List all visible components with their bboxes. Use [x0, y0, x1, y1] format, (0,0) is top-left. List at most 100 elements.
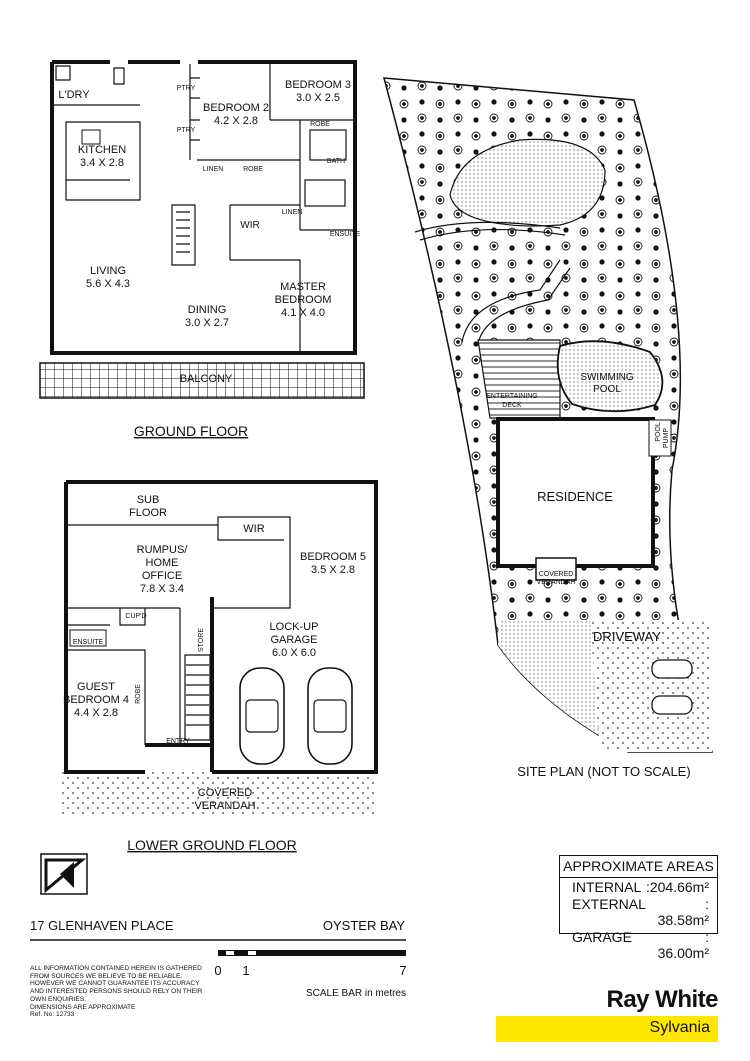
robe-label: ROBE [243, 166, 263, 173]
car-icon-site [651, 659, 693, 715]
site-plan-title: SITE PLAN (NOT TO SCALE) [517, 764, 690, 779]
deck-label-2: DECK [502, 402, 522, 409]
site-plan: RESIDENCE SWIMMING POOL ENTERTAINING DEC… [382, 77, 714, 779]
address-label: 17 GLENHAVEN PLACE [30, 918, 174, 933]
north-arrow-icon [40, 853, 88, 895]
verandah-label: COVERED [198, 787, 252, 799]
garage-label: LOCK-UP [270, 621, 319, 633]
approximate-areas-box: APPROXIMATE AREAS INTERNAL :204.66m² EXT… [559, 855, 718, 961]
site-verandah-label-2: VERANDAH [537, 579, 576, 586]
balcony-deck [39, 362, 365, 399]
reference-number: Ref. No: 12733 [30, 1011, 75, 1019]
guest-bedroom-size: 4.4 X 2.8 [74, 707, 118, 719]
kitchen-size: 3.4 X 2.8 [80, 157, 124, 169]
bedroom5-size: 3.5 X 2.8 [311, 564, 355, 576]
scale-tick-7: 7 [399, 963, 406, 978]
rumpus-label-2: HOME [146, 557, 179, 569]
living-label: LIVING [90, 265, 126, 277]
car-icon [239, 667, 285, 765]
areas-heading: APPROXIMATE AREAS [560, 856, 717, 878]
wir-label: WIR [240, 220, 259, 231]
agency-logo: Ray White [606, 986, 718, 1013]
pool-label-2: POOL [593, 384, 621, 395]
suburb-label: OYSTER BAY [323, 918, 405, 933]
area-label: GARAGE [572, 929, 632, 945]
bedroom3-label: BEDROOM 3 [285, 79, 351, 91]
lower-floor-title: LOWER GROUND FLOOR [127, 837, 297, 853]
dining-label: DINING [188, 304, 227, 316]
verandah-label-2: VERANDAH [194, 800, 255, 812]
residence-footprint [496, 417, 655, 568]
garage-label-2: GARAGE [270, 634, 317, 646]
robe-label-2: ROBE [310, 121, 330, 128]
sub-floor-label: SUB [137, 494, 160, 506]
bedroom3-size: 3.0 X 2.5 [296, 92, 340, 104]
site-verandah-label: COVERED [539, 571, 574, 578]
area-value: : 36.00m² [657, 929, 709, 961]
rumpus-label: RUMPUS/ [137, 544, 189, 556]
pantry-label: PTRY [177, 85, 196, 92]
ground-floor-plan: L'DRY KITCHEN 3.4 X 2.8 BEDROOM 2 4.2 X … [39, 60, 365, 439]
covered-verandah-area [62, 772, 376, 816]
balcony-label: BALCONY [180, 373, 233, 385]
area-row: EXTERNAL : 38.58m² [560, 895, 717, 928]
linen-label-2: LINEN [282, 209, 303, 216]
lower-ground-floor-plan: SUB FLOOR WIR RUMPUS/ HOME OFFICE 7.8 X … [62, 480, 378, 853]
laundry-label: L'DRY [58, 89, 90, 101]
bedroom5-label: BEDROOM 5 [300, 551, 366, 563]
disclaimer-line: ALL INFORMATION CONTAINED HEREIN IS GATH… [30, 965, 202, 972]
cupboard-label: CUP'D [125, 613, 146, 620]
dining-size: 3.0 X 2.7 [185, 317, 229, 329]
rumpus-label-3: OFFICE [142, 570, 182, 582]
ensuite-label-lower: ENSUITE [73, 639, 104, 646]
bedroom2-size: 4.2 X 2.8 [214, 115, 258, 127]
bath-label: BATH [327, 158, 345, 165]
office-banner: Sylvania [496, 1016, 718, 1042]
swimming-pool [556, 340, 664, 413]
area-label: EXTERNAL [572, 896, 646, 912]
disclaimer-line: FROM SOURCES WE BELIEVE TO BE RELIABLE. [30, 972, 183, 980]
residence-label: RESIDENCE [537, 489, 613, 504]
scale-bar [218, 950, 406, 956]
linen-label: LINEN [203, 166, 224, 173]
master-bedroom-label: MASTER [280, 281, 326, 293]
garage-size: 6.0 X 6.0 [272, 647, 316, 659]
wir-label-lower: WIR [243, 523, 264, 535]
sub-floor-label-2: FLOOR [129, 507, 167, 519]
ensuite-label: ENSUITE [330, 231, 361, 238]
disclaimer-line: AND INTERESTED PERSONS SHOULD RELY ON TH… [30, 988, 203, 996]
pool-label: SWIMMING [580, 372, 634, 383]
disclaimer-line: HOWEVER WE CANNOT GUARANTEE ITS ACCURACY [30, 980, 200, 988]
disclaimer: ALL INFORMATION CONTAINED HEREIN IS GATH… [30, 965, 220, 1019]
disclaimer-line: DIMENSIONS ARE APPROXIMATE [30, 1003, 136, 1011]
pool-pump-label: POOL [655, 422, 662, 442]
entry-label: ENTRY [166, 738, 190, 745]
deck-label: ENTERTAINING [486, 393, 537, 400]
living-size: 5.6 X 4.3 [86, 278, 130, 290]
scale-caption: SCALE BAR in metres [306, 988, 406, 999]
robe-label-lower: ROBE [135, 684, 142, 704]
master-bedroom-label-2: BEDROOM [275, 294, 332, 306]
bedroom2-label: BEDROOM 2 [203, 102, 269, 114]
area-value: :204.66m² [645, 879, 709, 895]
pool-pump-label-2: PUMP [663, 428, 670, 449]
ground-floor-title: GROUND FLOOR [134, 423, 248, 439]
guest-bedroom-label: GUEST [77, 681, 115, 693]
master-bedroom-size: 4.1 X 4.0 [281, 307, 325, 319]
area-row: GARAGE : 36.00m² [560, 928, 717, 961]
pantry-label-2: PTRY [177, 127, 196, 134]
area-label: INTERNAL [572, 879, 642, 895]
area-row: INTERNAL :204.66m² [560, 878, 717, 895]
car-icon-2 [307, 667, 353, 765]
kitchen-label: KITCHEN [78, 144, 126, 156]
store-label: STORE [198, 628, 205, 652]
rumpus-size: 7.8 X 3.4 [140, 583, 184, 595]
scale-tick-1: 1 [242, 963, 249, 978]
driveway-label: DRIVEWAY [593, 629, 661, 644]
guest-bedroom-label-2: BEDROOM 4 [63, 694, 129, 706]
disclaimer-line: OWN ENQUIRIES. [30, 995, 87, 1003]
office-name: Sylvania [649, 1019, 710, 1036]
scale-tick-0: 0 [214, 963, 221, 978]
area-value: : 38.58m² [657, 896, 709, 928]
